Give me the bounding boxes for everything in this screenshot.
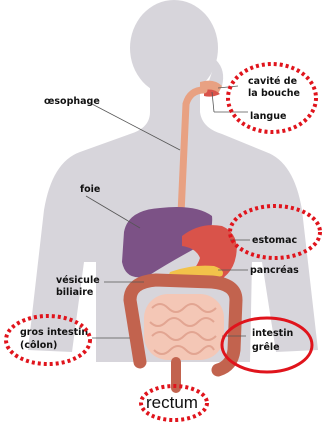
label-rectum: rectum bbox=[146, 393, 198, 412]
label-cavite-line1: cavité de bbox=[248, 76, 297, 87]
label-langue: langue bbox=[250, 111, 286, 122]
label-oesophage: œsophage bbox=[44, 96, 100, 107]
label-gros-intestin-line1: gros intestin bbox=[20, 327, 88, 338]
label-cavite-line2: la bouche bbox=[248, 88, 300, 99]
label-estomac: estomac bbox=[252, 235, 297, 246]
label-vesicule-line2: biliaire bbox=[56, 287, 93, 298]
label-intestin-grele-line1: intestin bbox=[252, 328, 293, 339]
label-vesicule-line1: vésicule bbox=[56, 275, 100, 286]
label-gros-intestin-line2: (côlon) bbox=[20, 340, 57, 351]
label-foie: foie bbox=[80, 184, 100, 195]
label-pancreas: pancréas bbox=[250, 265, 299, 276]
label-intestin-grele-line2: grêle bbox=[252, 342, 280, 353]
small-intestine bbox=[144, 294, 224, 360]
